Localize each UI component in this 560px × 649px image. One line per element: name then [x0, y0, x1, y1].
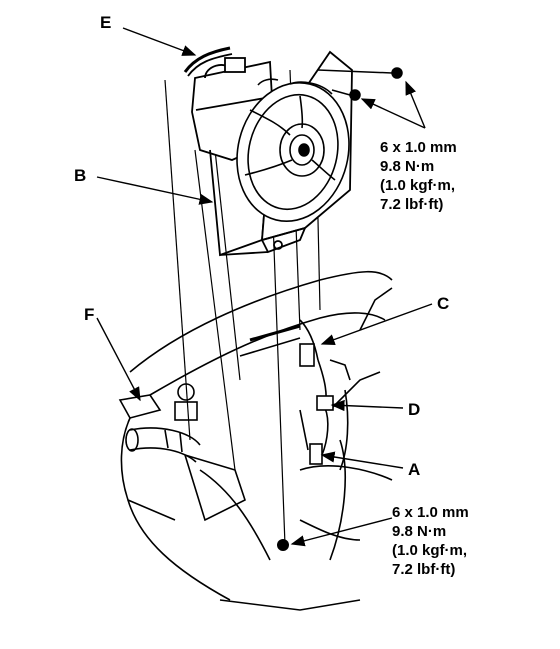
callout-d: D: [408, 400, 420, 419]
connector-d: [316, 395, 334, 411]
wiring-harness: [299, 319, 351, 471]
upper-bolt-1: [391, 67, 403, 79]
cooling-fan: [236, 78, 350, 223]
leader-a: [320, 451, 404, 469]
torque-upper-nm: 9.8 N·m: [380, 158, 434, 175]
leader-b: [96, 176, 214, 205]
connector-c: [299, 343, 315, 367]
upper-bolts: [317, 67, 403, 101]
upper-bolt-2: [349, 89, 361, 101]
torque-lower-lbf: 7.2 lbf·ft): [392, 561, 455, 578]
torque-upper-kgf: (1.0 kgf·m,: [380, 177, 455, 194]
vehicle-body: [118, 270, 393, 611]
leader-upper-bolt-2: [360, 98, 426, 129]
leader-e: [122, 27, 197, 56]
torque-lower-nm: 9.8 N·m: [392, 523, 446, 540]
leader-c: [320, 303, 433, 345]
leader-f: [96, 317, 141, 402]
leader-d: [330, 399, 404, 412]
lower-bolt: [277, 539, 289, 551]
torque-lower-kgf: (1.0 kgf·m,: [392, 542, 467, 559]
torque-spec-lower: 6 x 1.0 mm 9.8 N·m (1.0 kgf·m, 7.2 lbf·f…: [392, 504, 469, 578]
torque-spec-upper: 6 x 1.0 mm 9.8 N·m (1.0 kgf·m, 7.2 lbf·f…: [380, 139, 457, 213]
callout-a: A: [408, 460, 420, 479]
torque-upper-size: 6 x 1.0 mm: [380, 139, 457, 156]
torque-lower-size: 6 x 1.0 mm: [392, 504, 469, 521]
callout-f: F: [84, 305, 94, 324]
leader-lower-bolt: [290, 517, 393, 547]
torque-upper-lbf: 7.2 lbf·ft): [380, 196, 443, 213]
callout-b: B: [74, 166, 86, 185]
leader-upper-bolt-1: [405, 80, 426, 129]
connector-a: [309, 443, 323, 465]
callout-e: E: [100, 13, 111, 32]
leader-lines: [96, 27, 433, 547]
callout-c: C: [437, 294, 449, 313]
